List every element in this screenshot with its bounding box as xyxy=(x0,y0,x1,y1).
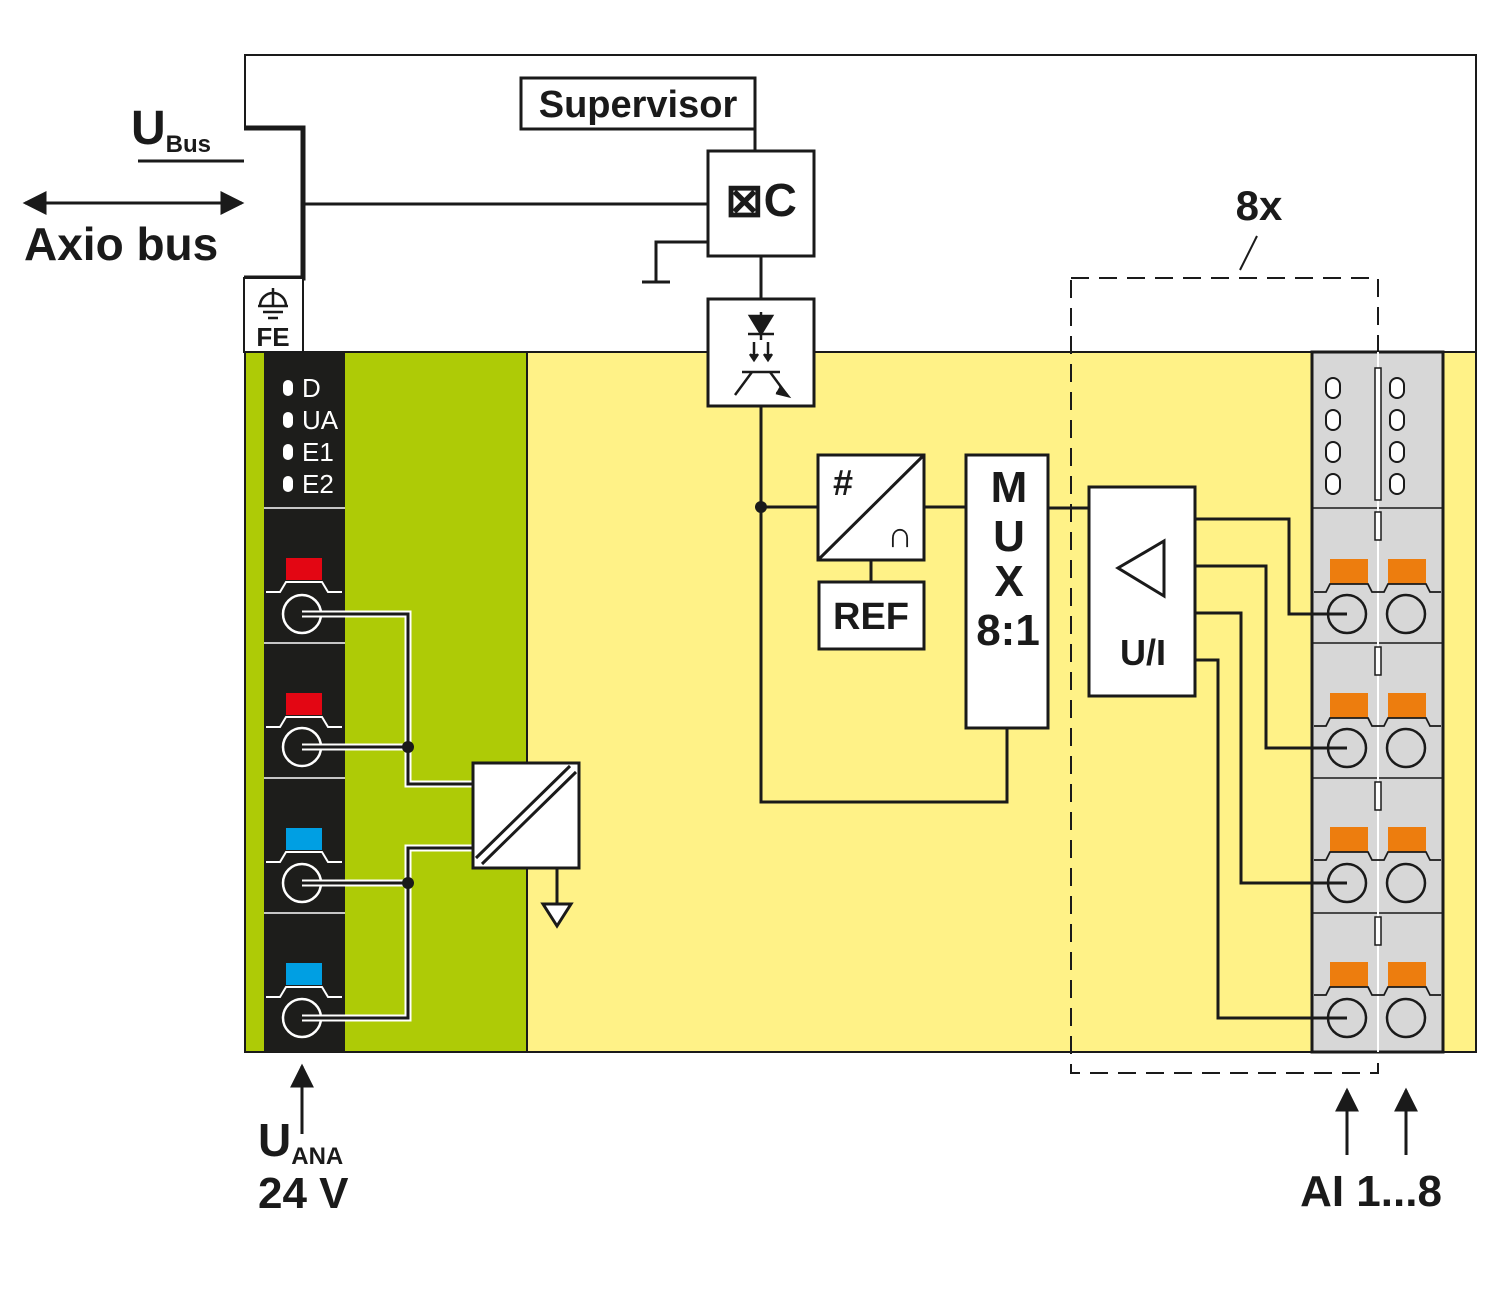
amplifier-icon xyxy=(1115,538,1166,599)
functional-earth-icon xyxy=(258,288,288,320)
channel-wiring xyxy=(1195,517,1347,1020)
microcontroller-box xyxy=(706,149,816,258)
mux-label-u: U xyxy=(993,512,1025,561)
bus-connector: FE xyxy=(243,125,306,353)
led-label-ua: UA xyxy=(302,405,339,435)
uana-label: UANA xyxy=(258,1114,343,1170)
ref-label: REF xyxy=(833,596,909,638)
ui-amplifier-box xyxy=(1087,485,1197,698)
channel-count-label: 8x xyxy=(1236,182,1283,229)
ad-converter: # ∩ xyxy=(816,453,926,562)
uana-voltage-label: 24 V xyxy=(258,1169,349,1218)
optocoupler xyxy=(706,297,816,408)
microcontroller-label: ⊠C xyxy=(725,174,797,226)
supply-terminal-1 xyxy=(266,558,342,635)
analog-ground-icon xyxy=(540,902,574,929)
digital-ground-icon xyxy=(654,240,708,282)
mux-ratio-label: 8:1 xyxy=(976,606,1040,655)
dcdc-converter xyxy=(471,761,581,929)
ubus-label: UBus xyxy=(131,102,211,158)
supervisor-label: Supervisor xyxy=(539,84,738,126)
led-indicators: D UA E1 E2 xyxy=(283,373,339,499)
ui-label: U/I xyxy=(1120,632,1166,673)
input-terminal-block xyxy=(1310,350,1445,1054)
axio-bus-label: Axio bus xyxy=(24,218,218,270)
ai-range-label: AI 1...8 xyxy=(1300,1167,1442,1216)
supply-wiring xyxy=(302,610,474,1022)
supply-terminal-4 xyxy=(266,963,342,1039)
ref-box xyxy=(817,580,926,651)
adc-analog-label: ∩ xyxy=(887,514,913,555)
multiplexer-box xyxy=(964,453,1050,730)
fe-label: FE xyxy=(256,322,289,352)
mux-label-m: M xyxy=(991,463,1028,512)
led-label-d: D xyxy=(302,373,321,403)
adc-digital-label: # xyxy=(833,462,853,503)
supply-terminal-3 xyxy=(266,828,342,904)
led-label-e2: E2 xyxy=(302,469,334,499)
supervisor-box xyxy=(519,76,757,131)
mux-label-x: X xyxy=(994,557,1023,606)
led-label-e1: E1 xyxy=(302,437,334,467)
